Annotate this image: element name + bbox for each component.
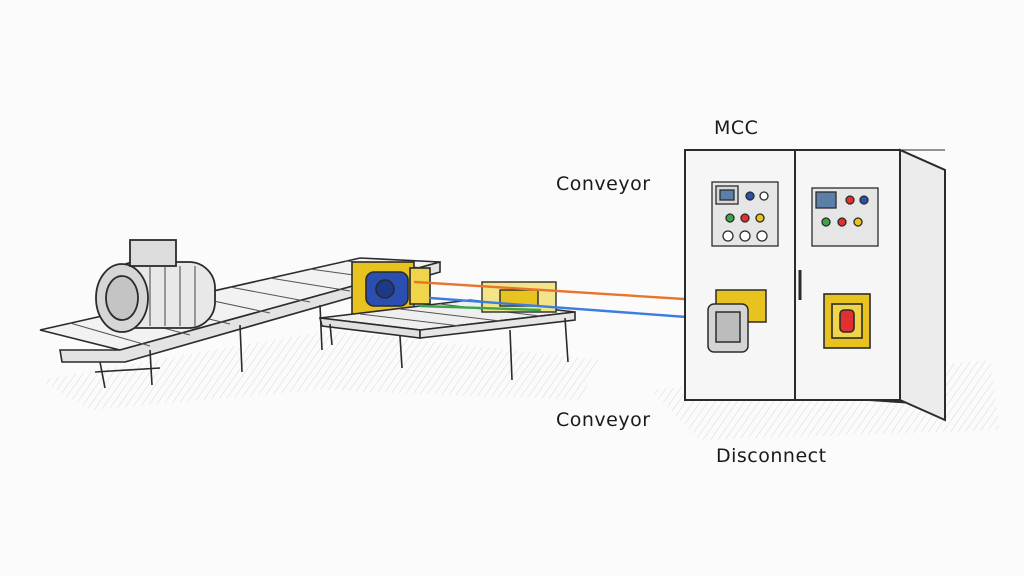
- gearbox-icon: [351, 261, 431, 315]
- control-panel-icon-secondary: [811, 187, 879, 247]
- control-panel-icon: [711, 181, 779, 247]
- conveyor-label-lower: Conveyor: [556, 409, 651, 431]
- conveyor-label-upper: Conveyor: [556, 173, 651, 195]
- disconnect-label: Disconnect: [716, 445, 827, 467]
- mcc-label: MCC: [714, 117, 759, 139]
- motor-icon: [95, 239, 216, 333]
- motor-starter: [707, 289, 767, 353]
- disconnect-switch-icon: [823, 293, 871, 349]
